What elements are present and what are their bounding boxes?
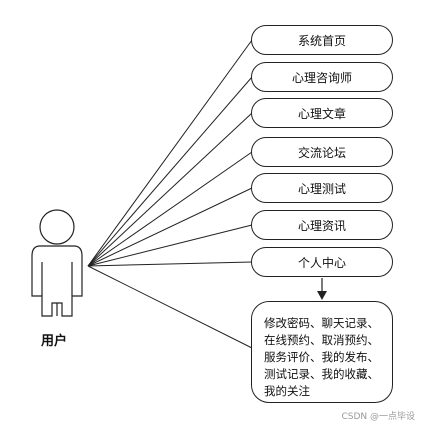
detail-arrow-head	[317, 291, 327, 300]
association-line-6	[87, 224, 253, 267]
use-case-system-home: 系统首页	[251, 25, 393, 55]
association-line-4	[87, 151, 253, 267]
use-case-label: 系统首页	[297, 33, 346, 48]
personal-center-detail-box: 修改密码、聊天记录、在线预约、取消预约、服务评价、我的发布、测试记录、我的收藏、…	[251, 301, 393, 403]
watermark: CSDN @一点毕设	[341, 412, 415, 422]
use-case-label: 心理测试	[297, 181, 346, 196]
association-line-8	[87, 265, 253, 349]
association-line-7	[87, 261, 253, 267]
use-case-counselor: 心理咨询师	[251, 62, 393, 92]
personal-center-detail-text: 修改密码、聊天记录、在线预约、取消预约、服务评价、我的发布、测试记录、我的收藏、…	[264, 316, 379, 398]
use-case-label: 交流论坛	[297, 145, 346, 160]
actor-figure	[31, 209, 83, 317]
actor-head	[39, 209, 75, 245]
use-case-label: 个人中心	[297, 255, 346, 270]
use-case-psych-test: 心理测试	[251, 173, 393, 203]
detail-arrow	[317, 278, 327, 300]
association-lines	[87, 39, 253, 349]
use-case-label: 心理咨询师	[291, 70, 352, 85]
association-line-1	[87, 39, 253, 267]
use-case-articles: 心理文章	[251, 98, 393, 128]
association-line-5	[87, 187, 253, 267]
use-case-label: 心理文章	[297, 106, 346, 121]
use-case-forum: 交流论坛	[251, 137, 393, 167]
actor-torso	[31, 245, 83, 317]
use-case-personal-center: 个人中心	[251, 247, 393, 277]
use-case-news: 心理资讯	[251, 210, 393, 240]
actor-label: 用户	[41, 334, 68, 349]
association-line-3	[87, 112, 253, 267]
use-case-label: 心理资讯	[297, 218, 346, 233]
association-line-2	[87, 76, 253, 267]
